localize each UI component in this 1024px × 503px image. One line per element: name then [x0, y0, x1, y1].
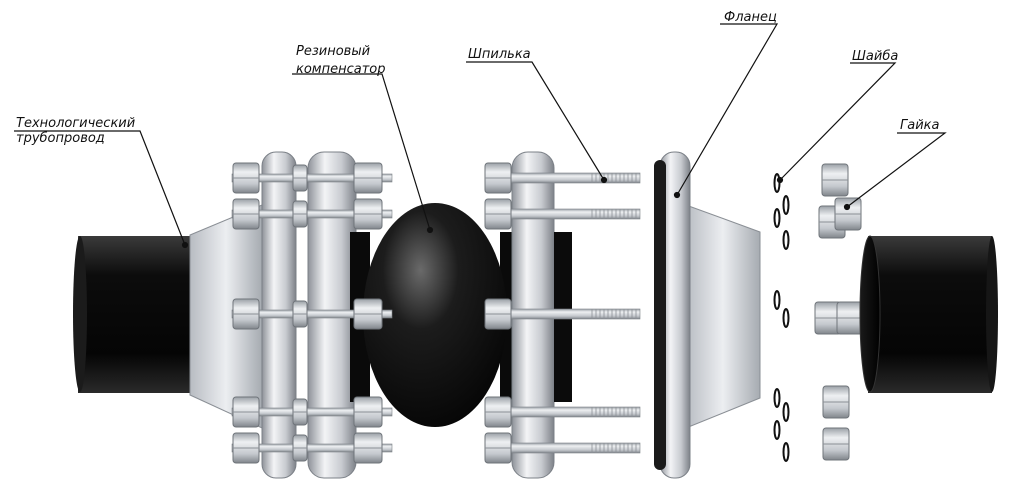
- loose-nut: [834, 197, 862, 231]
- stud: [489, 442, 641, 454]
- washer: [782, 442, 790, 462]
- loose-nut: [821, 163, 849, 197]
- bolt-rod: [231, 309, 393, 319]
- bolt-nut: [292, 300, 308, 328]
- washer: [782, 195, 790, 215]
- washer: [782, 402, 790, 422]
- washer: [773, 208, 781, 228]
- label-stud: Шпилька: [468, 47, 531, 62]
- bolt-rod: [231, 173, 393, 183]
- washer: [773, 388, 781, 408]
- washer-set: [773, 173, 790, 462]
- leader-rubber-dot: [426, 226, 434, 234]
- stud: [489, 208, 641, 220]
- leader-stud-dot: [600, 176, 608, 184]
- stud-set: [484, 162, 641, 464]
- label-pipe-line1: Технологический: [16, 116, 136, 131]
- stud-nut: [484, 198, 512, 230]
- right-pipe: [859, 235, 998, 393]
- stud: [489, 308, 641, 320]
- stud-nut: [484, 432, 512, 464]
- right-flange: [654, 151, 761, 479]
- bolt-nut: [232, 198, 260, 230]
- washer: [773, 290, 781, 310]
- leader-lines: [14, 23, 947, 249]
- stud: [489, 172, 641, 184]
- bolt-nut: [232, 298, 260, 330]
- leader-flange: [676, 23, 779, 196]
- bolt-nut: [292, 398, 308, 426]
- leader-washer-dot: [776, 176, 784, 184]
- bolt-nut: [353, 432, 383, 464]
- label-rubber-line1: Резиновый: [296, 44, 371, 59]
- loose-nut: [822, 427, 850, 461]
- loose-nut: [836, 301, 864, 335]
- leader-pipe: [14, 130, 186, 246]
- bolt-rod: [231, 209, 393, 219]
- stud-nut: [484, 162, 512, 194]
- label-washer: Шайба: [852, 49, 899, 64]
- leader-rubber: [292, 73, 431, 231]
- leader-pipe-dot: [181, 241, 189, 249]
- bolt-rod: [231, 443, 393, 453]
- stud-nut: [484, 298, 512, 330]
- label-rubber-line2: компенсатор: [296, 62, 386, 77]
- bolt-nut: [292, 164, 308, 192]
- nut-set: [814, 163, 864, 461]
- bolt-nut: [353, 162, 383, 194]
- leader-flange-dot: [673, 191, 681, 199]
- loose-nut: [822, 385, 850, 419]
- label-nut: Гайка: [900, 118, 940, 133]
- bolt-rod: [231, 407, 393, 417]
- label-flange: Фланец: [724, 10, 777, 25]
- label-pipe-line2: трубопровод: [16, 131, 105, 146]
- left-bolt-set: [231, 162, 393, 464]
- leader-nut-dot: [843, 203, 851, 211]
- bolt-nut: [353, 298, 383, 330]
- leader-stud: [466, 61, 605, 181]
- bolt-nut: [353, 396, 383, 428]
- bolt-nut: [232, 432, 260, 464]
- washer: [782, 230, 790, 250]
- bolt-nut: [292, 200, 308, 228]
- bolt-nut: [353, 198, 383, 230]
- leader-nut: [846, 132, 947, 208]
- bolt-nut: [232, 396, 260, 428]
- washer: [773, 173, 781, 193]
- stud: [489, 406, 641, 418]
- bolt-nut: [292, 434, 308, 462]
- bolt-nut: [232, 162, 260, 194]
- stud-nut: [484, 396, 512, 428]
- washer: [773, 420, 781, 440]
- leader-washer: [779, 62, 897, 181]
- washer: [782, 308, 790, 328]
